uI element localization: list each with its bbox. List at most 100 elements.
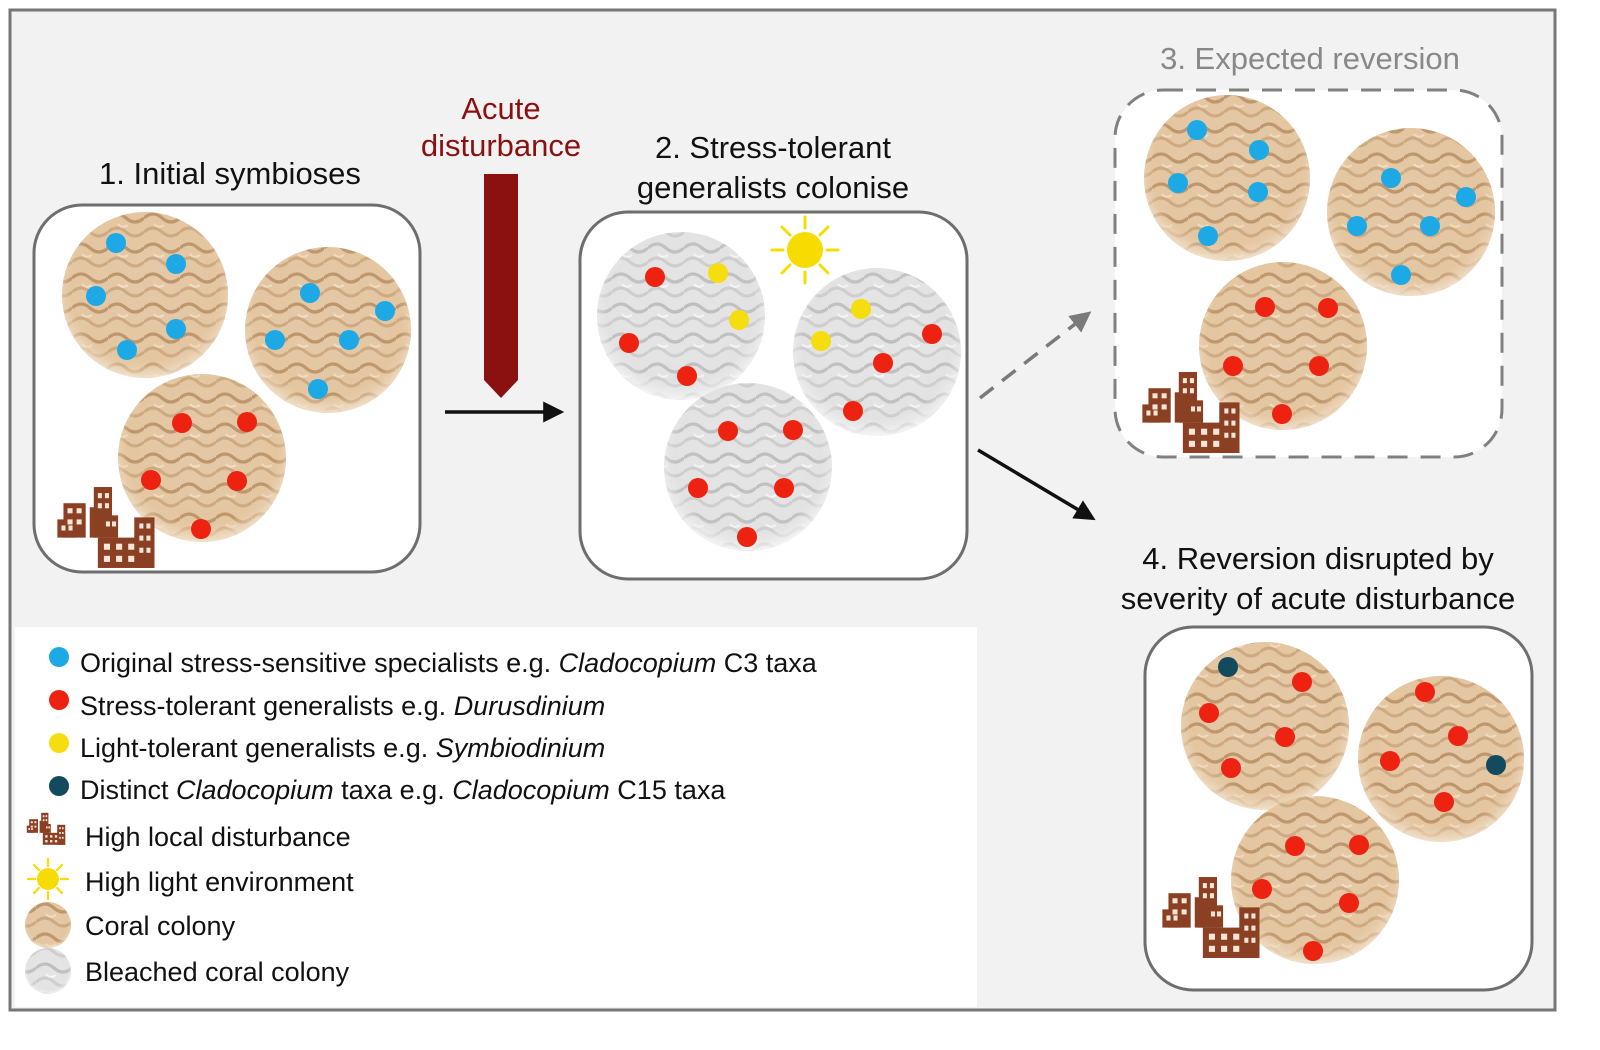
generalist-dot [1223, 356, 1243, 376]
distinct-taxa-dot [1218, 657, 1238, 677]
generalist-dot [1434, 792, 1454, 812]
generalist-dot [619, 333, 639, 353]
stage-2-title-line2: generalists colonise [636, 170, 910, 205]
generalist-dot [718, 421, 738, 441]
generalist-dot [1380, 751, 1400, 771]
generalist-dot [172, 413, 192, 433]
stage-2-title-line1: 2. Stress-tolerant [654, 130, 892, 165]
legend-coral: Coral colony [85, 911, 236, 941]
legend-specialists: Original stress-sensitive specialists e.… [80, 648, 817, 678]
stage-4-title-line1: 4. Reversion disrupted by [1142, 541, 1494, 576]
generalist-dot [191, 519, 211, 539]
specialist-dot [1420, 216, 1440, 236]
dot-layer [86, 120, 1506, 961]
generalist-dot [1272, 404, 1292, 424]
coral-colony-icon [25, 902, 71, 948]
generalist-dot [645, 267, 665, 287]
specialist-dot [1168, 173, 1188, 193]
specialist-dot [1198, 226, 1218, 246]
legend-local-disturbance: High local disturbance [85, 822, 351, 852]
disturbance-label-line2: disturbance [420, 128, 582, 163]
specialist-dot [1249, 140, 1269, 160]
coral-shading [62, 212, 228, 378]
coral-shading [118, 374, 286, 542]
specialist-dot [117, 340, 137, 360]
generalist-dot [1275, 727, 1295, 747]
legend-specialist-dot [49, 647, 69, 667]
legend-bleached: Bleached coral colony [85, 957, 350, 987]
legend-distinct-dot [49, 776, 69, 796]
specialist-dot [166, 319, 186, 339]
generalist-dot [843, 401, 863, 421]
specialist-dot [1248, 182, 1268, 202]
generalist-dot [1448, 726, 1468, 746]
specialist-dot [339, 330, 359, 350]
generalist-dot [922, 324, 942, 344]
legend-high-light: High light environment [85, 867, 354, 897]
arrow-to-expected [978, 311, 1092, 400]
generalist-dot [688, 478, 708, 498]
stage-1-title: 1. Initial symbioses [99, 156, 361, 191]
generalist-dot [1255, 297, 1275, 317]
legend-light-tolerant: Light-tolerant generalists e.g. Symbiodi… [80, 733, 606, 763]
generalist-dot [1303, 941, 1323, 961]
arrow-to-disrupted [977, 448, 1096, 521]
coral-shading [664, 383, 832, 551]
generalist-dot [1285, 836, 1305, 856]
light-tolerant-dot [851, 299, 871, 319]
generalist-dot [1309, 356, 1329, 376]
specialist-dot [375, 301, 395, 321]
disturbance-label-line1: Acute [461, 91, 541, 126]
light-tolerant-dot [811, 331, 831, 351]
generalist-dot [737, 527, 757, 547]
disturbance-arrow [484, 174, 518, 398]
generalist-dot [1349, 835, 1369, 855]
generalist-dot [677, 366, 697, 386]
stage-3-title: 3. Expected reversion [1160, 41, 1460, 76]
generalist-dot [873, 353, 893, 373]
generalist-dot [1318, 298, 1338, 318]
specialist-dot [265, 330, 285, 350]
coral-shading [1181, 642, 1349, 810]
legend-panel [15, 627, 977, 1007]
specialist-dot [86, 286, 106, 306]
sun-icon [26, 857, 70, 901]
generalist-dot [1415, 682, 1435, 702]
generalist-dot [1199, 703, 1219, 723]
specialist-dot [166, 254, 186, 274]
coral-shading [1327, 128, 1495, 296]
coral-shading [793, 268, 961, 436]
coral-shading [1144, 95, 1310, 261]
light-tolerant-dot [729, 310, 749, 330]
coral-shading [245, 247, 411, 413]
generalist-dot [227, 471, 247, 491]
legend-generalist-dot [49, 690, 69, 710]
generalist-dot [1252, 879, 1272, 899]
specialist-dot [1187, 120, 1207, 140]
legend-generalists: Stress-tolerant generalists e.g. Durusdi… [80, 691, 606, 721]
generalist-dot [774, 478, 794, 498]
generalist-dot [141, 470, 161, 490]
coral-layer [62, 95, 1524, 964]
specialist-dot [308, 379, 328, 399]
generalist-dot [1221, 758, 1241, 778]
generalist-dot [1292, 672, 1312, 692]
bleached-coral-icon [25, 948, 71, 994]
generalist-dot [237, 412, 257, 432]
specialist-dot [1347, 216, 1367, 236]
legend-light-dot [49, 733, 69, 753]
coral-shading [1358, 676, 1524, 842]
light-tolerant-dot [708, 263, 728, 283]
specialist-dot [1391, 265, 1411, 285]
legend-distinct: Distinct Cladocopium taxa e.g. Cladocopi… [80, 775, 726, 805]
specialist-dot [1456, 187, 1476, 207]
stage-4-title-line2: severity of acute disturbance [1120, 581, 1516, 616]
generalist-dot [783, 420, 803, 440]
specialist-dot [300, 283, 320, 303]
sun-icon [770, 215, 840, 285]
specialist-dot [106, 233, 126, 253]
distinct-taxa-dot [1486, 755, 1506, 775]
specialist-dot [1381, 168, 1401, 188]
